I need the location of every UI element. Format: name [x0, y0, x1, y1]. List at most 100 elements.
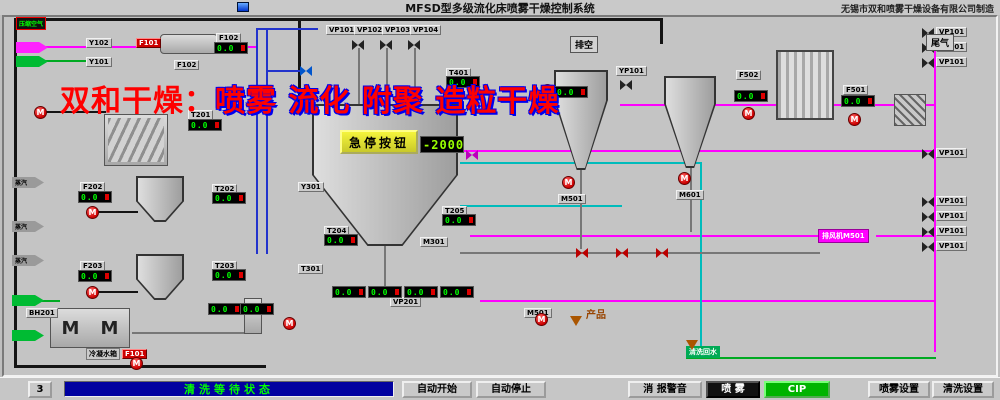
watermark-body: 喷雾 流化 附聚 造粒干燥 — [215, 84, 560, 119]
water-tank: M M — [50, 308, 130, 348]
status-bar: 清洗等待状态 — [64, 381, 394, 397]
value-display: 0.0 — [212, 192, 246, 204]
pipe — [98, 211, 138, 213]
spray-button[interactable]: 喷 雾 — [706, 381, 760, 398]
mixer-icon: M — [100, 317, 119, 339]
tag-yp101: YP101 — [616, 66, 647, 76]
valve-icon[interactable] — [656, 248, 668, 258]
watermark: 双和干燥：喷雾 流化 附聚 造粒干燥 — [60, 76, 559, 120]
pipe — [700, 162, 702, 352]
clean-settings-button[interactable]: 清洗设置 — [932, 381, 994, 398]
value-display: 0.0 — [78, 270, 112, 282]
company-label: 无锡市双和喷雾干燥设备有限公司制造 — [840, 5, 994, 15]
emergency-stop-button[interactable]: 急停按钮 — [340, 130, 418, 154]
tag-f101: F101 — [136, 38, 162, 48]
pipe — [266, 28, 268, 254]
valve-icon[interactable] — [380, 40, 392, 50]
valve-icon[interactable] — [922, 58, 934, 68]
tag-vp201: VP201 — [390, 297, 422, 307]
tail-gas-label: 尾气 — [926, 34, 955, 51]
tag-vp101: VP101 — [936, 211, 968, 221]
tag-m501: M501 — [558, 194, 586, 204]
tag-vp103: VP103 — [382, 25, 414, 35]
pipe — [46, 111, 106, 113]
value-display: 0.0 — [212, 269, 246, 281]
feed-arrow-icon — [16, 42, 48, 53]
valve-icon[interactable] — [922, 149, 934, 159]
pump-icon[interactable]: M — [34, 106, 47, 119]
pipe — [14, 18, 17, 368]
baghouse-filter — [104, 114, 168, 166]
pipe — [470, 235, 818, 237]
valve-icon[interactable] — [408, 40, 420, 50]
bottom-toolbar: 3 清洗等待状态 自动开始 自动停止 消 报警音 喷 雾 CIP 喷雾设置 清洗… — [0, 377, 1000, 400]
value-display: 0.0 — [208, 303, 242, 315]
pump-icon[interactable]: M — [678, 172, 691, 185]
pump-icon[interactable]: M — [742, 107, 755, 120]
value-display: -2000 — [420, 136, 464, 153]
valve-icon[interactable] — [352, 40, 364, 50]
pump-icon[interactable]: M — [535, 313, 548, 326]
value-display: 0.0 — [78, 191, 112, 203]
title-bar: MFSD型多级流化床喷雾干燥控制系统 无锡市双和喷雾干燥设备有限公司制造 — [0, 0, 1000, 15]
pipe — [30, 60, 88, 62]
auto-stop-button[interactable]: 自动停止 — [476, 381, 546, 398]
pump-icon[interactable]: M — [86, 286, 99, 299]
valve-icon[interactable] — [922, 197, 934, 207]
valve-icon[interactable] — [620, 80, 632, 90]
feed-vessel — [160, 34, 218, 54]
pipe — [256, 28, 318, 30]
valve-icon[interactable] — [922, 227, 934, 237]
tag-vp101: VP101 — [936, 57, 968, 67]
pipe — [384, 246, 386, 288]
tag-vp101: VP101 — [936, 148, 968, 158]
pump-icon[interactable]: M — [283, 317, 296, 330]
feed-arrow-icon — [12, 330, 44, 341]
valve-icon[interactable] — [922, 212, 934, 222]
value-display: 0.0 — [734, 90, 768, 102]
fan-label: 排风机M501 — [818, 229, 869, 243]
discharge-arrow-icon — [686, 340, 698, 350]
tag-f102: F102 — [174, 60, 200, 70]
pump-icon[interactable]: M — [562, 176, 575, 189]
value-display: 0.0 — [214, 42, 248, 54]
watermark-prefix: 双和干燥： — [60, 84, 215, 119]
valve-icon[interactable] — [300, 66, 312, 76]
pipe — [14, 18, 662, 21]
pump-icon[interactable]: M — [541, 84, 554, 97]
value-display: 0.0 — [240, 303, 274, 315]
auto-start-button[interactable]: 自动开始 — [402, 381, 472, 398]
valve-icon[interactable] — [922, 28, 934, 38]
pipe — [686, 357, 936, 359]
feed-arrow-icon — [16, 56, 48, 67]
pipe — [460, 205, 622, 207]
valve-icon[interactable] — [616, 248, 628, 258]
tag-y102: Y102 — [86, 38, 112, 48]
value-display: 0.0 — [554, 86, 588, 98]
page-button[interactable]: 3 — [28, 381, 52, 398]
pump-icon[interactable]: M — [848, 113, 861, 126]
spray-settings-button[interactable]: 喷雾设置 — [868, 381, 930, 398]
tag-t301: T301 — [298, 264, 324, 274]
value-display: 0.0 — [404, 286, 438, 298]
feed-arrow-icon — [12, 295, 44, 306]
pipe — [358, 48, 360, 106]
value-display: 0.0 — [442, 214, 476, 226]
tag-bh201: BH201 — [26, 308, 58, 318]
tag-m301: M301 — [420, 237, 448, 247]
pipe — [298, 18, 301, 108]
exhaust-filter — [894, 94, 926, 126]
mixer-icon: M — [61, 317, 80, 339]
value-display: 0.0 — [446, 76, 480, 88]
valve-icon[interactable] — [576, 248, 588, 258]
mute-alarm-button[interactable]: 消 报警音 — [628, 381, 702, 398]
pump-icon[interactable]: M — [86, 206, 99, 219]
valve-icon[interactable] — [922, 242, 934, 252]
feed-arrow-icon: 蒸汽 — [12, 221, 44, 232]
tag-f501: F501 — [843, 85, 869, 95]
cip-button[interactable]: CIP — [764, 381, 830, 398]
tag-vp101: VP101 — [936, 241, 968, 251]
valve-icon[interactable] — [466, 150, 478, 160]
pump-icon[interactable]: M — [130, 357, 143, 370]
